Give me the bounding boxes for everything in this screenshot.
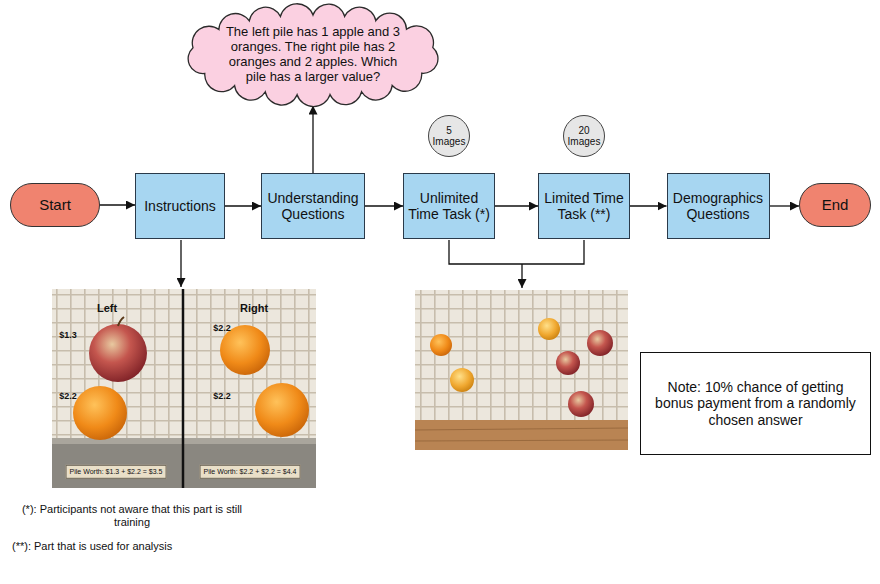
node-text: Unlimited Time Task (*) <box>408 190 490 222</box>
towel-ground <box>52 289 316 488</box>
price-tag: $1.3 <box>59 330 77 341</box>
flow-arrow <box>630 205 667 206</box>
price-tag: $2.2 <box>213 391 231 402</box>
wood-floor <box>415 420 628 450</box>
end-terminal: End <box>799 183 871 227</box>
node-text: Demographics Questions <box>672 190 765 222</box>
flow-arrow <box>495 205 538 206</box>
flow-arrow <box>365 205 403 206</box>
cloud-outline-path <box>188 4 438 107</box>
pile-heading: Left <box>97 302 117 315</box>
pile-worth: Pile Worth: $1.3 + $2.2 = $3.5 <box>66 465 167 479</box>
node-text: Limited Time Task (**) <box>543 190 625 222</box>
orange <box>220 325 270 375</box>
flow-arrow <box>225 205 261 206</box>
node-text: Instructions <box>144 198 216 214</box>
apple-stem <box>118 317 124 326</box>
node-text: Start <box>39 196 71 213</box>
footnote: (*): Participants not aware that this pa… <box>12 503 252 529</box>
leader-line <box>449 240 522 264</box>
leader-line <box>522 240 584 264</box>
footnote: (**): Part that is used for analysis <box>12 540 172 553</box>
instruction-photo <box>52 289 316 488</box>
node-text: 20 Images <box>566 125 602 148</box>
flow-arrow <box>100 204 135 205</box>
count-circle: 20 Images <box>563 115 605 157</box>
orange <box>430 334 452 356</box>
start-terminal: Start <box>10 183 100 227</box>
towel-ground <box>415 290 628 422</box>
leader-arrow <box>180 240 181 287</box>
process-box: Unlimited Time Task (*) <box>403 173 495 239</box>
pile-worth: Pile Worth: $2.2 + $2.2 = $4.4 <box>200 465 301 479</box>
node-text: Understanding Questions <box>266 190 360 222</box>
apple <box>568 391 594 417</box>
process-box: Limited Time Task (**) <box>538 173 630 239</box>
pile-divider <box>182 289 185 488</box>
orange <box>255 383 309 437</box>
orange <box>450 368 474 392</box>
node-text: 5 Images <box>431 125 467 148</box>
note-box: Note: 10% chance of getting bonus paymen… <box>640 352 871 455</box>
apple <box>587 330 613 356</box>
node-text: End <box>822 196 849 213</box>
leader-arrow <box>521 264 522 288</box>
price-tag: $2.2 <box>213 323 231 334</box>
node-text: Note: 10% chance of getting bonus paymen… <box>651 379 860 427</box>
flow-arrow <box>770 205 800 206</box>
thought-cloud: The left pile has 1 apple and 3 oranges.… <box>178 2 448 108</box>
flow-arrow <box>312 106 313 173</box>
process-box: Demographics Questions <box>667 173 770 239</box>
wood-grain <box>415 428 628 441</box>
node-text: The left pile has 1 apple and 3 oranges.… <box>218 25 408 85</box>
price-tag: $2.2 <box>59 391 77 402</box>
process-box: Understanding Questions <box>261 173 365 239</box>
apple <box>556 351 580 375</box>
orange <box>538 318 560 340</box>
apple <box>89 324 147 382</box>
orange <box>73 386 127 440</box>
task-photo <box>415 290 628 450</box>
count-circle: 5 Images <box>428 115 470 157</box>
process-box: Instructions <box>135 173 225 239</box>
pile-heading: Right <box>240 302 268 315</box>
cloud-outline <box>178 2 448 108</box>
